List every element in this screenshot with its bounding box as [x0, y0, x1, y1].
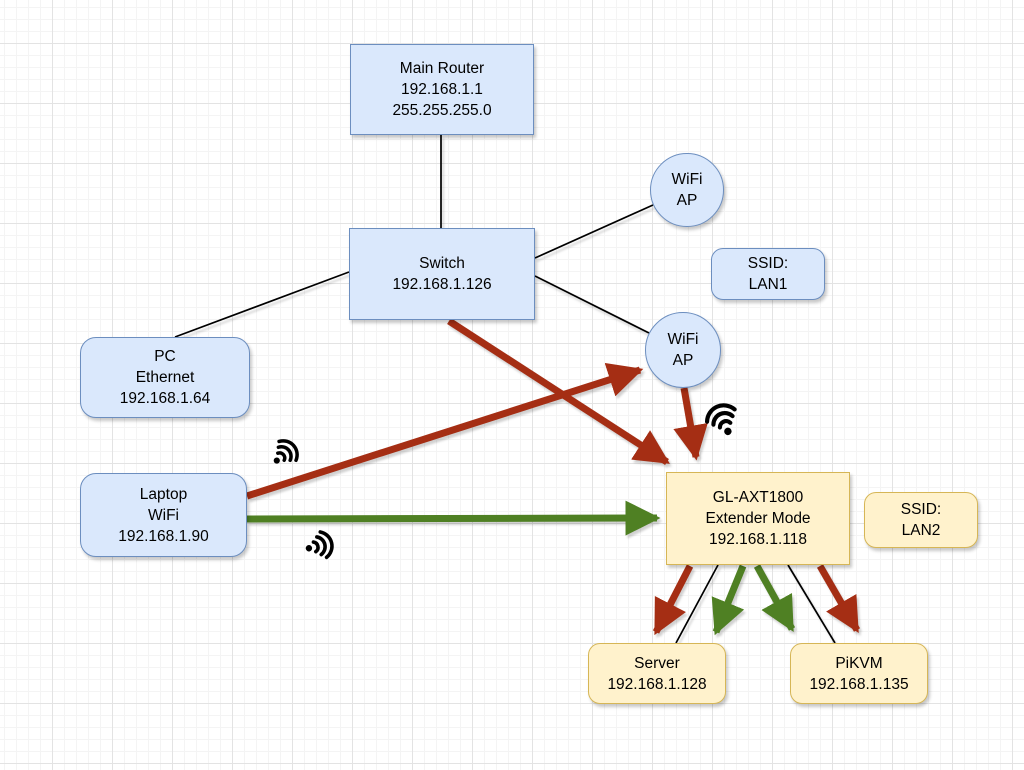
node-ip: 192.168.1.118 — [709, 531, 807, 548]
edge-switch-wifiap-top[interactable] — [534, 204, 654, 259]
node-server[interactable]: Server 192.168.1.128 — [588, 643, 726, 704]
edge-extender-server-green-arrow[interactable] — [711, 564, 747, 636]
node-ip: 192.168.1.126 — [392, 276, 492, 293]
node-label: Laptop — [139, 485, 188, 503]
node-ip: 192.168.1.64 — [119, 390, 211, 407]
node-label: GL-AXT1800 — [712, 489, 804, 506]
node-label: SSID: — [747, 255, 789, 272]
node-ip: 192.168.1.1 — [401, 81, 483, 98]
node-extender[interactable]: GL-AXT1800 Extender Mode 192.168.1.118 — [666, 472, 850, 565]
node-wifi-ap-top[interactable]: WiFi AP — [650, 153, 724, 227]
node-label: PiKVM — [835, 654, 883, 672]
node-switch[interactable]: Switch 192.168.1.126 — [349, 228, 535, 320]
edge-wifiap-extender-red-arrow[interactable] — [673, 387, 708, 461]
node-ssid-lan1[interactable]: SSID: LAN1 — [711, 248, 825, 300]
node-ssid-lan2[interactable]: SSID: LAN2 — [864, 492, 978, 548]
node-label2: AP — [672, 352, 694, 369]
wifi-signal-icon[interactable] — [299, 527, 338, 566]
edge-laptop-extender-green-arrow[interactable] — [246, 500, 661, 536]
node-ip: 192.168.1.135 — [809, 675, 909, 693]
edge-switch-pc[interactable] — [174, 271, 350, 338]
node-label: PC — [154, 348, 176, 365]
edge-extender-pikvm-red-arrow[interactable] — [816, 564, 861, 634]
node-pikvm[interactable]: PiKVM 192.168.1.135 — [790, 643, 928, 704]
node-ip: 192.168.1.128 — [607, 675, 707, 693]
node-label: SSID: — [900, 501, 942, 518]
node-conn-type: WiFi — [148, 506, 179, 524]
node-ip: 192.168.1.90 — [118, 527, 209, 545]
node-laptop[interactable]: Laptop WiFi 192.168.1.90 — [80, 473, 247, 557]
node-label: Switch — [419, 255, 465, 272]
node-label2: AP — [676, 192, 698, 209]
node-label2: LAN1 — [748, 276, 788, 293]
node-label: Main Router — [399, 60, 485, 77]
edge-extender-pikvm-green-arrow[interactable] — [753, 564, 796, 633]
node-mode: Extender Mode — [705, 510, 811, 527]
node-wifi-ap-mid[interactable]: WiFi AP — [645, 312, 721, 388]
edge-switch-extender-red-arrow[interactable] — [447, 318, 670, 465]
node-main-router[interactable]: Main Router 192.168.1.1 255.255.255.0 — [350, 44, 534, 135]
node-conn-type: Ethernet — [135, 369, 195, 386]
wifi-signal-icon[interactable] — [699, 397, 748, 446]
node-label: Server — [634, 654, 680, 672]
node-pc[interactable]: PC Ethernet 192.168.1.64 — [80, 337, 250, 418]
node-label2: LAN2 — [901, 522, 941, 539]
node-netmask: 255.255.255.0 — [392, 102, 492, 119]
edge-extender-server-red-arrow[interactable] — [652, 564, 694, 636]
edge-laptop-wifiap-red-arrow[interactable] — [245, 362, 644, 500]
wifi-signal-icon[interactable] — [262, 433, 306, 477]
node-label: WiFi — [667, 331, 699, 348]
node-label: WiFi — [671, 171, 703, 188]
edge-switch-wifiap-mid[interactable] — [534, 275, 650, 334]
